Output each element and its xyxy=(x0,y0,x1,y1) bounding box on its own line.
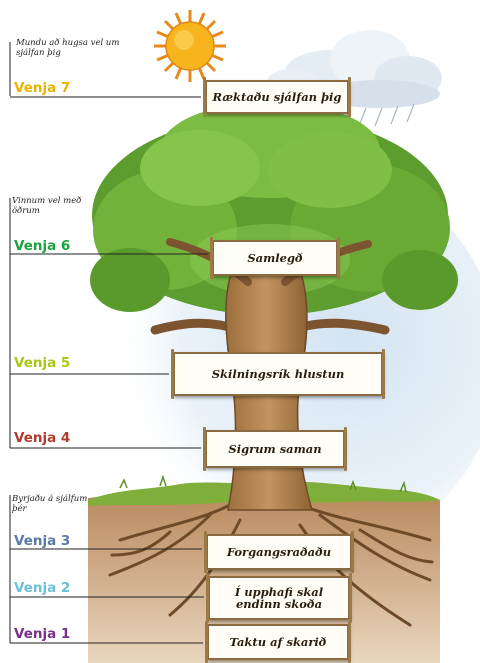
habit-sign: Taktu af skarið xyxy=(207,624,349,660)
habit-label: Venja 2 xyxy=(14,580,70,596)
habit-sign: Samlegð xyxy=(212,240,338,276)
habit-sign: Sigrum saman xyxy=(205,430,345,468)
habit-label: Venja 4 xyxy=(14,430,70,446)
habit-sign: Forgangsraðaðu xyxy=(206,534,352,570)
habit-label: Venja 6 xyxy=(14,238,70,254)
habit-sign: Í upphafi skal endinn skoða xyxy=(208,576,350,620)
habit-sign: Ræktaðu sjálfan þig xyxy=(205,80,349,114)
habit-sign: Skilningsrík hlustun xyxy=(173,352,383,396)
habit-label: Venja 7 xyxy=(14,80,70,96)
habit-label: Venja 1 xyxy=(14,626,70,642)
habit-label: Venja 3 xyxy=(14,533,70,549)
habit-label: Venja 5 xyxy=(14,355,70,371)
